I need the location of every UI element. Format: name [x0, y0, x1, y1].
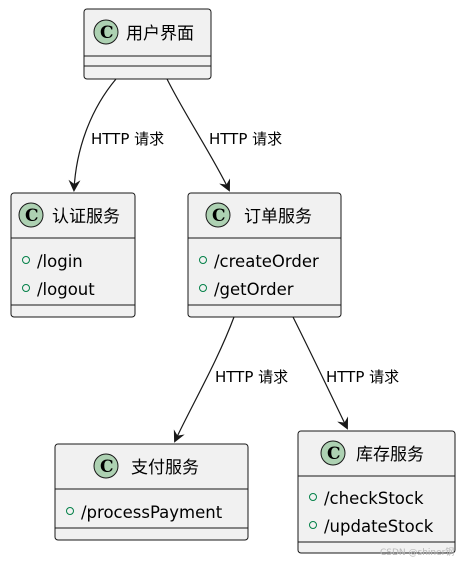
class-c-icon [320, 440, 346, 466]
class-c-letter: C [100, 457, 114, 477]
watermark: CSDN @shiner钢 [380, 546, 454, 558]
class-order-service[interactable]: C 订单服务 /createOrder /getOrder [187, 192, 342, 318]
edge-label-ui-auth: HTTP 请求 [91, 130, 164, 148]
class-c-letter: C [25, 206, 39, 226]
edge-order-to-inventory [292, 316, 349, 430]
method-process-payment[interactable]: /processPayment [81, 503, 223, 522]
method-create-order[interactable]: /createOrder [214, 252, 319, 271]
method-get-order[interactable]: /getOrder [214, 280, 294, 299]
class-name: 库存服务 [356, 445, 424, 465]
method-login[interactable]: /login [37, 252, 83, 271]
class-c-icon [18, 202, 44, 228]
class-c-icon [93, 19, 119, 45]
edge-label-order-inventory: HTTP 请求 [326, 368, 399, 386]
edges: HTTP 请求 HTTP 请求 HTTP 请求 HTTP 请求 [68, 78, 399, 443]
public-visibility-icon [199, 256, 207, 264]
public-visibility-icon [22, 256, 30, 264]
class-payment-service[interactable]: C 支付服务 /processPayment [54, 443, 249, 541]
edge-label-order-payment: HTTP 请求 [215, 368, 288, 386]
class-auth-service[interactable]: C 认证服务 /login /logout [10, 192, 136, 318]
class-name: 订单服务 [244, 207, 312, 227]
class-inventory-service[interactable]: C 库存服务 /checkStock /updateStock [297, 430, 456, 554]
class-c-letter: C [212, 206, 226, 226]
method-logout[interactable]: /logout [37, 280, 95, 299]
public-visibility-icon [309, 521, 317, 529]
class-name: 认证服务 [52, 207, 120, 227]
class-c-letter: C [327, 444, 341, 464]
class-name: 支付服务 [131, 458, 199, 478]
edge-ui-to-order [166, 78, 231, 192]
public-visibility-icon [22, 284, 30, 292]
method-check-stock[interactable]: /checkStock [324, 489, 424, 508]
edge-label-ui-order: HTTP 请求 [209, 130, 282, 148]
class-user-interface[interactable]: C 用户界面 [83, 8, 212, 80]
edge-order-to-payment [173, 316, 235, 443]
class-c-letter: C [100, 23, 114, 43]
class-c-icon [205, 202, 231, 228]
public-visibility-icon [66, 507, 74, 515]
public-visibility-icon [309, 493, 317, 501]
class-c-icon [93, 453, 119, 479]
method-update-stock[interactable]: /updateStock [324, 517, 434, 536]
edge-ui-to-auth [68, 78, 117, 192]
public-visibility-icon [199, 284, 207, 292]
class-name: 用户界面 [126, 24, 194, 44]
